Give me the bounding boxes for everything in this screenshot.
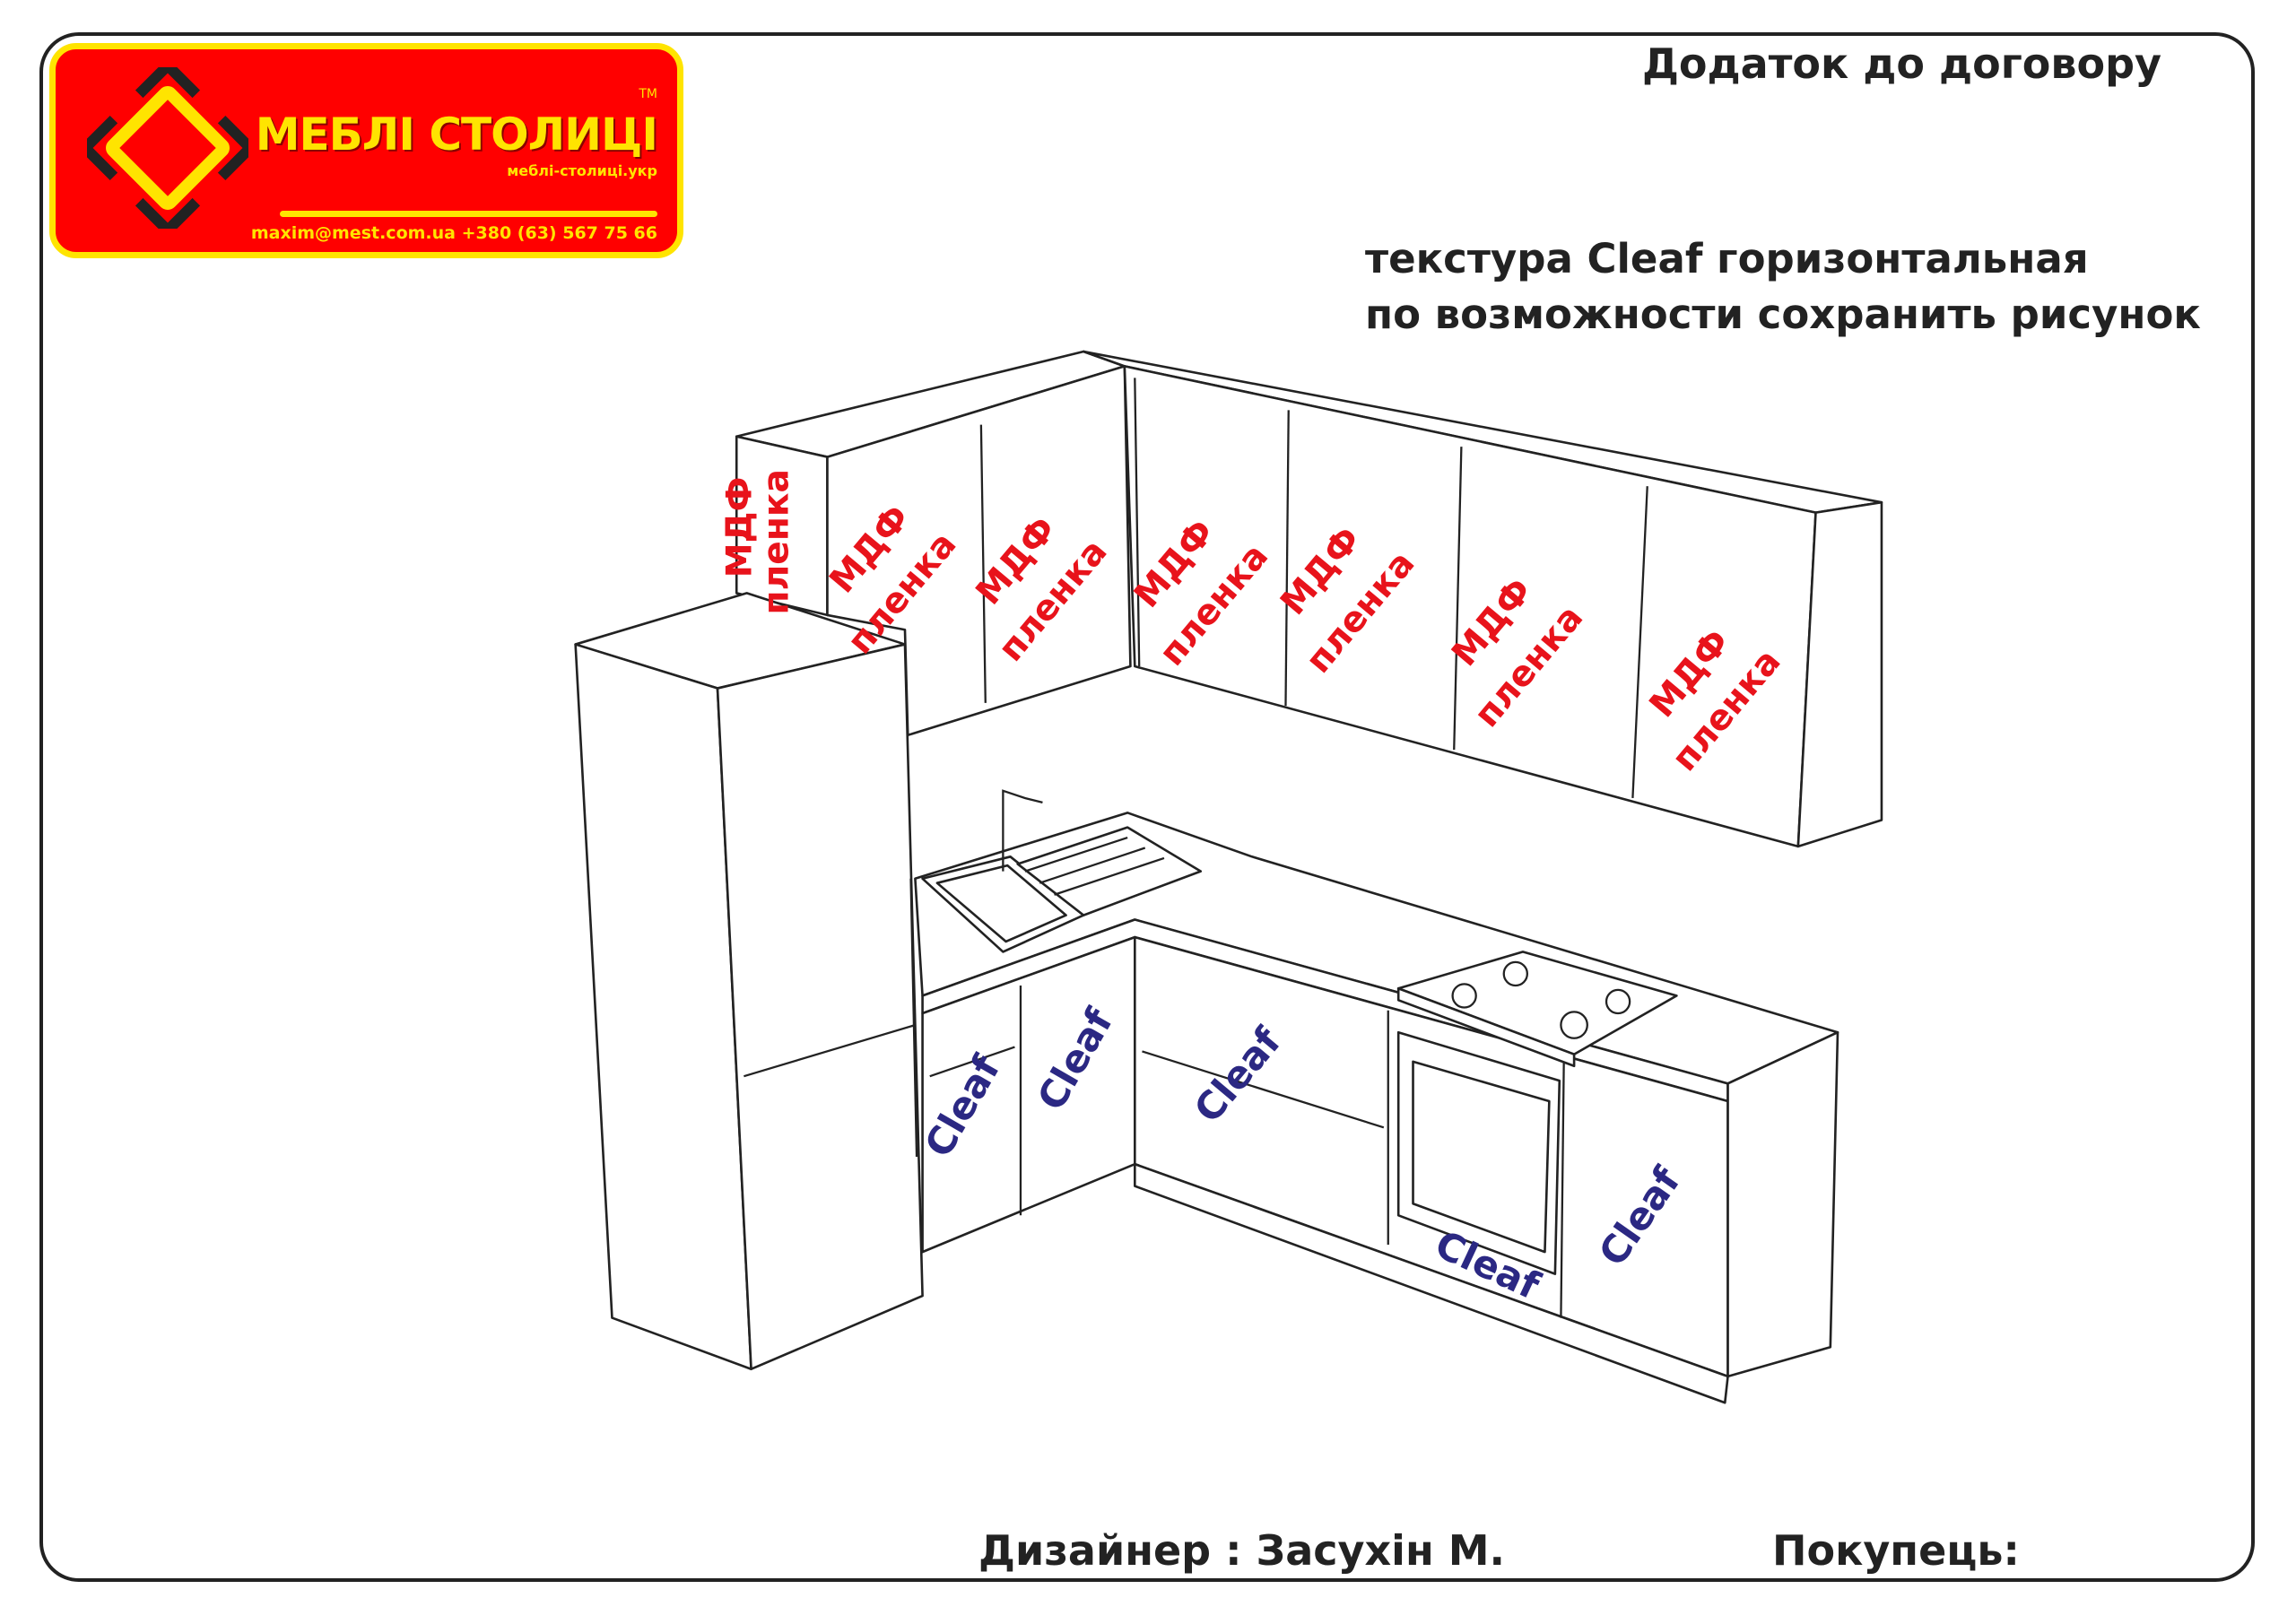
page-border <box>39 32 2255 1582</box>
brand-website: меблі-столиці.укр <box>507 162 657 179</box>
sink <box>921 789 1203 953</box>
trademark: TM <box>639 87 657 101</box>
logo-divider <box>280 211 657 217</box>
brand-contact: maxim@mest.com.ua +380 (63) 567 75 66 <box>250 223 657 243</box>
note-line-1: текстура Cleaf горизонтальная <box>1365 235 2089 282</box>
upper-cabinets <box>735 350 1883 848</box>
material-label-mdf: МДФ <box>720 477 761 578</box>
gas-hob <box>1396 951 1678 1068</box>
refrigerator <box>574 592 924 1371</box>
note-line-2: по возможности сохранить рисунок <box>1365 291 2201 338</box>
company-logo: TM МЕБЛІ СТОЛИЦІ меблі-столиці.укр maxim… <box>49 43 683 258</box>
document-title: Додаток до договору <box>1641 39 2161 88</box>
buyer-signature: Покупець: <box>1772 1526 2020 1575</box>
brand-name: МЕБЛІ СТОЛИЦІ <box>255 109 658 161</box>
diamond-logo-icon <box>87 67 248 229</box>
designer-signature: Дизайнер : Засухін М. <box>978 1526 1505 1575</box>
material-label-mdf: пленка <box>756 469 796 614</box>
oven <box>1396 1030 1561 1275</box>
